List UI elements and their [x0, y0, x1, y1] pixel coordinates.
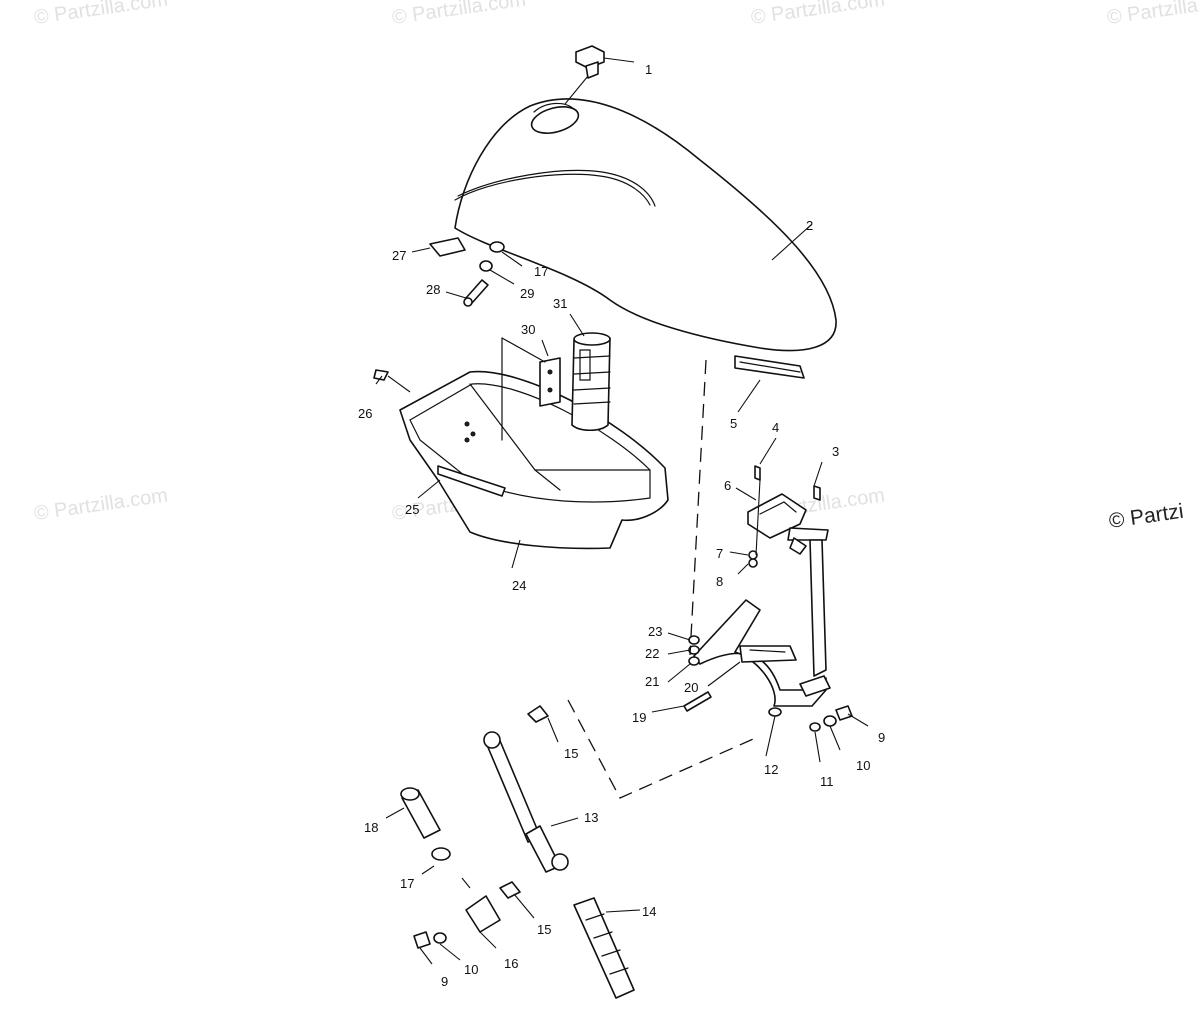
callout-label: 19	[632, 710, 646, 725]
watermark-text: © Partzilla.com	[391, 0, 528, 29]
ball-stud-part	[499, 705, 549, 899]
callout-label: 17	[534, 264, 548, 279]
callout-label: 22	[645, 646, 659, 661]
callout-label: 15	[537, 922, 551, 937]
hinge-bracket-part	[747, 465, 829, 555]
callout-label: 11	[820, 774, 834, 789]
callout-label: 18	[364, 820, 378, 835]
callout-label: 5	[730, 416, 737, 431]
knob-part	[400, 787, 441, 839]
grip-part	[573, 897, 635, 999]
callout-label: 27	[392, 248, 406, 263]
storage-bucket-part	[399, 370, 669, 550]
watermark-text: © Partzilla.com	[33, 484, 170, 525]
screw-part	[463, 279, 489, 307]
callout-label: 21	[645, 674, 659, 689]
callout-label: 24	[512, 578, 526, 593]
callout-label: 31	[553, 296, 567, 311]
callout-label: 16	[504, 956, 518, 971]
callout-labels: 1 2 3 4 5 6 7 8 9 9 10 10 11 12 13 14 15…	[358, 62, 885, 989]
pad-part	[429, 237, 466, 257]
canister-part	[571, 332, 611, 432]
callout-label: 20	[684, 680, 698, 695]
rivet-part	[373, 369, 389, 381]
watermark-text: © Partzilla.com	[750, 0, 887, 29]
watermark-edge-text: © Partzi	[1107, 500, 1184, 533]
callout-label: 23	[648, 624, 662, 639]
callout-label: 15	[564, 746, 578, 761]
callout-label: 17	[400, 876, 414, 891]
callout-label: 9	[878, 730, 885, 745]
watermark-text: © Partzilla.com	[1106, 0, 1200, 29]
callout-label: 4	[772, 420, 779, 435]
callout-label: 8	[716, 574, 723, 589]
guide-lines	[567, 359, 761, 799]
nut-washer-part	[809, 705, 853, 732]
callout-label: 7	[716, 546, 723, 561]
callout-label: 14	[642, 904, 656, 919]
seal-strip-part	[734, 355, 805, 379]
callout-label: 10	[464, 962, 478, 977]
lower-washer-part	[431, 847, 451, 861]
small-hardware-part	[688, 635, 700, 666]
callout-label: 10	[856, 758, 870, 773]
callout-label: 1	[645, 62, 652, 77]
leader-lines	[375, 57, 869, 965]
latch-part	[575, 45, 605, 79]
clip-part	[465, 895, 501, 933]
callout-label: 3	[832, 444, 839, 459]
callout-label: 25	[405, 502, 419, 517]
callout-label: 26	[358, 406, 372, 421]
callout-label: 9	[441, 974, 448, 989]
callout-label: 12	[764, 762, 778, 777]
callout-label: 6	[724, 478, 731, 493]
callout-label: 2	[806, 218, 813, 233]
gas-strut-part	[483, 731, 569, 873]
hood-part	[454, 98, 837, 352]
pin-part	[683, 691, 712, 712]
bracket-part	[501, 337, 561, 441]
callout-label: 30	[521, 322, 535, 337]
lever-arm-part	[693, 539, 831, 717]
washer-part	[479, 241, 505, 272]
watermark-text: © Partzilla.com	[33, 0, 170, 29]
callout-label: 28	[426, 282, 440, 297]
callout-label: 13	[584, 810, 598, 825]
lower-nut-part	[413, 931, 447, 949]
nut-part	[748, 550, 758, 568]
callout-label: 29	[520, 286, 534, 301]
